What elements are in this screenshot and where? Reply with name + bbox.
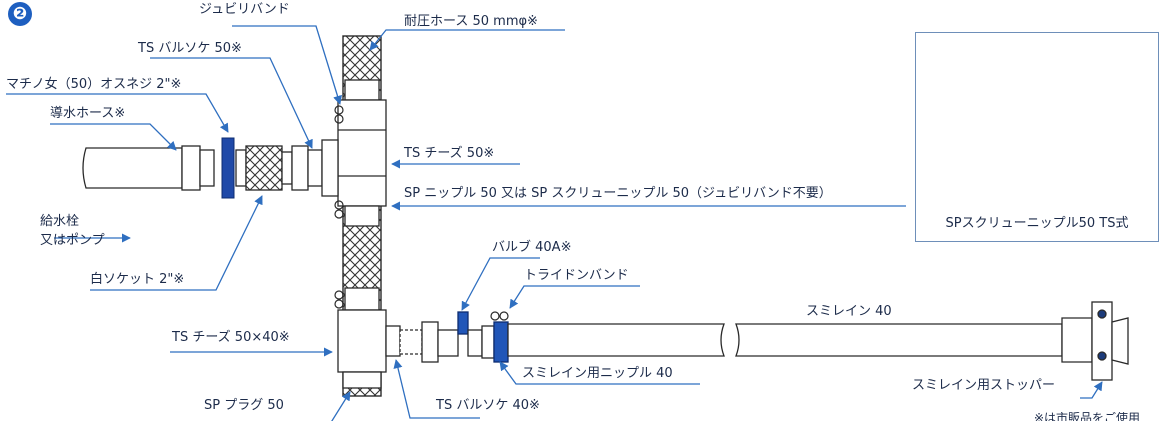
label-sumirain-40: スミレイン 40 <box>806 304 892 319</box>
machino-female-fitting <box>221 137 235 199</box>
label-tridon-band: トライドンバンド <box>524 268 629 283</box>
label-sumirain-nipple: スミレイン用ニップル 40 <box>522 366 673 381</box>
label-ts-valve-socket-50: TS バルソケ 50※ <box>138 41 242 56</box>
label-valve-40a: バルブ 40A※ <box>492 240 572 255</box>
leader-lines <box>6 25 1103 421</box>
label-hydrant-line2: 又はポンプ <box>40 233 105 248</box>
label-ts-cheese-50: TS チーズ 50※ <box>404 146 495 161</box>
label-jubiri-band: ジュビリバンド <box>199 2 290 17</box>
sumirain-stopper <box>1061 301 1129 381</box>
sumirain-nipple <box>481 321 509 363</box>
jubiri-band-clips <box>334 105 344 309</box>
sumirain-tube <box>507 323 1063 357</box>
label-ts-valve-socket-40: TS バルソケ 40※ <box>436 398 540 413</box>
label-pressure-hose: 耐圧ホース 50 mmφ※ <box>404 14 538 29</box>
step-badge: ❷ <box>8 2 32 26</box>
ts-valve-socket-50 <box>291 139 339 197</box>
footnote: ※は市販品をご使用 <box>1034 412 1141 421</box>
ts-valve-socket-40 <box>385 321 439 363</box>
ts-cheese-lower <box>337 287 387 389</box>
label-sumirain-stopper: スミレイン用ストッパー <box>912 378 1056 393</box>
valve-40a <box>437 311 483 357</box>
label-hydrant-line1: 給水栓 <box>40 214 80 229</box>
intake-hose <box>82 145 215 191</box>
label-intake-hose: 導水ホース※ <box>50 106 126 121</box>
label-sp-plug: SP プラグ 50 <box>204 398 284 413</box>
label-sp-nipple: SP ニップル 50 又は SP スクリューニップル 50（ジュビリバンド不要） <box>404 186 832 201</box>
photo-panel: SPスクリューニップル50 TS式 <box>915 32 1159 242</box>
label-ts-cheese-50x40: TS チーズ 50×40※ <box>172 330 290 345</box>
tridon-band-clips <box>490 311 509 321</box>
label-machino-female: マチノ女（50）オスネジ 2"※ <box>6 77 182 92</box>
white-socket <box>235 145 293 191</box>
label-white-socket: 白ソケット 2"※ <box>90 272 185 287</box>
ts-cheese-upper <box>337 79 387 227</box>
photo-caption: SPスクリューニップル50 TS式 <box>945 216 1129 231</box>
